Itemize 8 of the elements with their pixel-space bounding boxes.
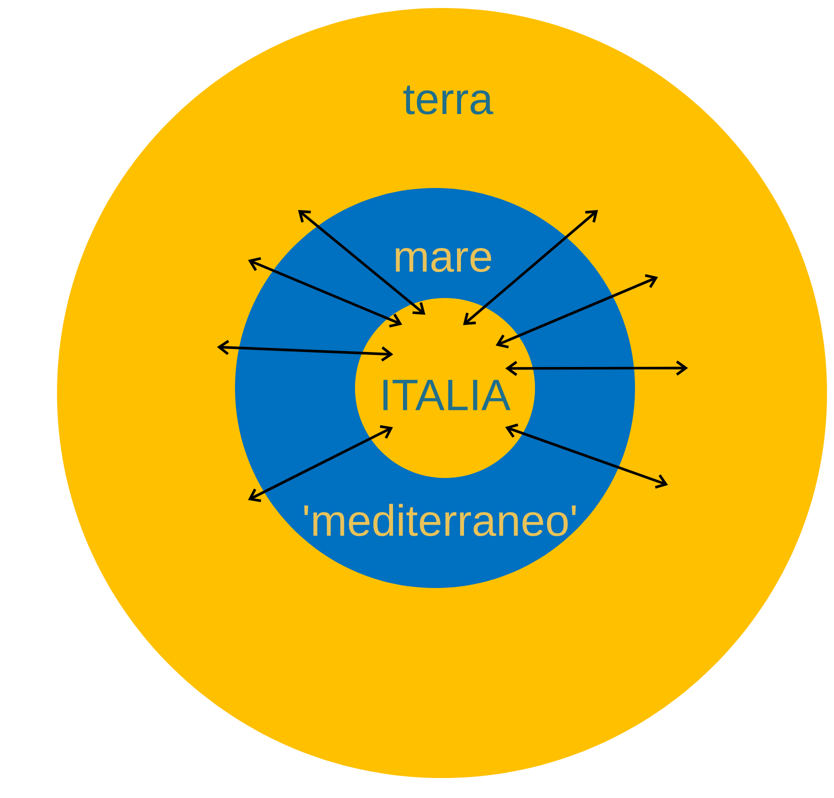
arrow (496, 274, 658, 348)
arrow (505, 423, 668, 489)
arrow (298, 210, 426, 315)
arrow (248, 425, 393, 502)
arrow (463, 210, 598, 326)
arrow (248, 257, 402, 328)
arrow (505, 360, 688, 376)
arrow (217, 340, 394, 362)
